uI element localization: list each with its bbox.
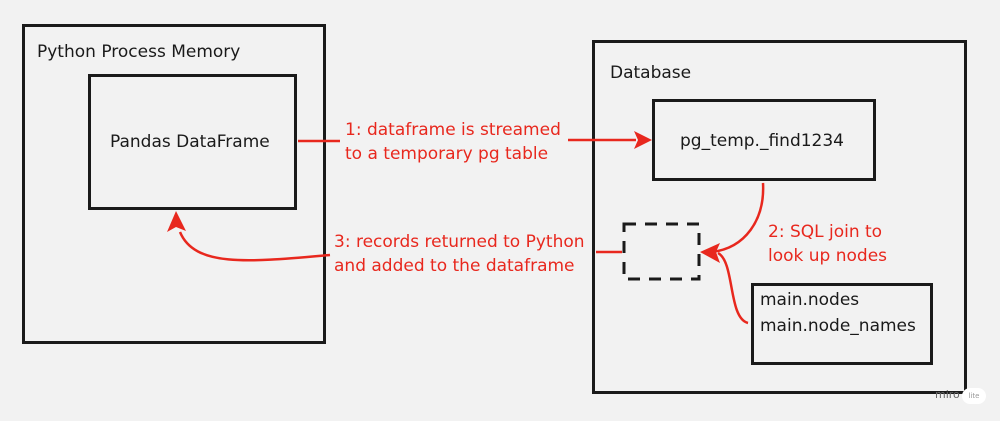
miro-watermark: miro [935,388,960,401]
temp-table-label: pg_temp._find1234 [680,131,844,151]
node-tables-box [751,283,933,365]
step1-line1: 1: dataframe is streamed [345,120,561,140]
step2-line2: look up nodes [768,246,888,266]
python-process-container [22,24,326,344]
step2-annotation: 2: SQL join to look up nodes [768,220,887,268]
database-container [592,40,967,394]
dataframe-box [88,74,297,210]
node-table-1: main.nodes [760,290,860,310]
node-table-2: main.node_names [760,316,916,336]
miro-lite-badge: lite [962,388,986,404]
step1-line2: to a temporary pg table [345,144,549,164]
step2-line1: 2: SQL join to [768,222,883,242]
step3-annotation: 3: records returned to Python and added … [334,230,585,278]
temp-table-box [652,99,876,181]
step3-line1: 3: records returned to Python [334,232,585,252]
step1-annotation: 1: dataframe is streamed to a temporary … [345,118,561,166]
python-process-label: Python Process Memory [37,42,241,62]
database-label: Database [610,63,692,83]
dataframe-label: Pandas DataFrame [110,132,270,152]
step3-line2: and added to the dataframe [334,256,575,276]
